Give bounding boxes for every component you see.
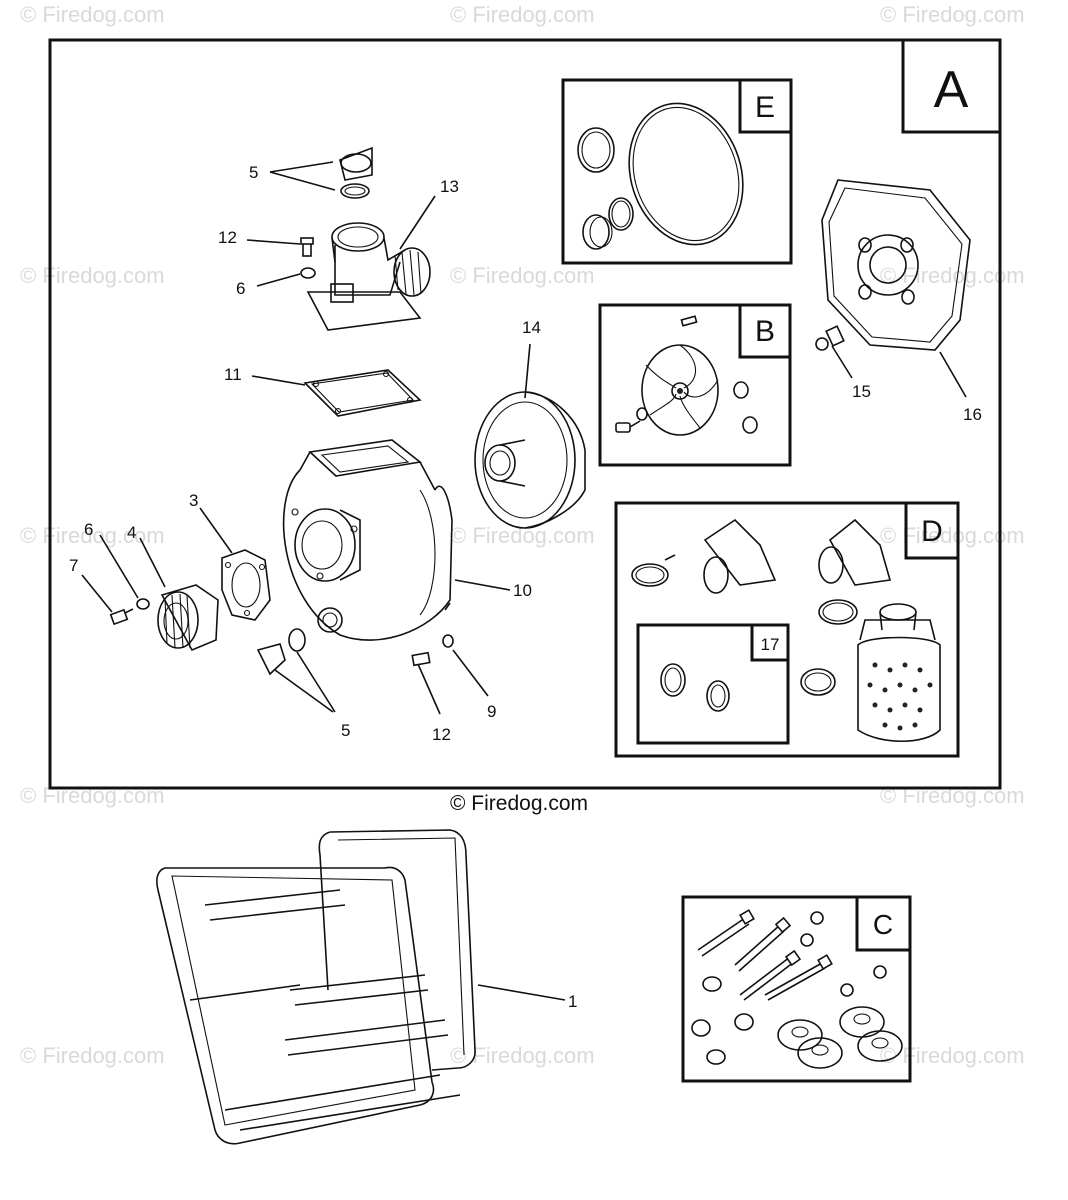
watermark-text: © Firedog.com <box>450 523 595 548</box>
kit-e-tag <box>738 78 793 134</box>
watermark-text: © Firedog.com <box>880 523 1025 548</box>
kit-e-letter: E <box>755 91 775 124</box>
kit-c-border <box>681 895 912 1083</box>
assembly-a-panel: A <box>48 38 1002 790</box>
callout-12-bottom: 12 <box>432 725 451 744</box>
hardware-parts <box>691 909 903 1069</box>
part-16-wear-plate: 16 <box>821 179 982 424</box>
callout-6-top: 6 <box>236 279 245 298</box>
part-5-drain-plug: 5 <box>256 628 350 740</box>
watermark-text: © Firedog.com <box>450 263 595 288</box>
watermark-text: © Firedog.com <box>20 1043 165 1068</box>
callout-5-bottom: 5 <box>341 721 350 740</box>
kit-17-border <box>636 623 790 745</box>
center-watermark: © Firedog.com <box>450 792 588 815</box>
watermark-layer: © Firedog.com © Firedog.com © Firedog.co… <box>20 2 1025 1068</box>
kit-e-border <box>561 78 793 265</box>
callout-1: 1 <box>568 992 577 1011</box>
part-12-9-bottom: 12 9 <box>411 634 496 744</box>
part-11-gasket: 11 <box>224 365 422 417</box>
part-4-suction-fitting: 4 <box>127 523 219 652</box>
callout-12-top: 12 <box>218 228 237 247</box>
part-10-pump-casing: 10 <box>282 439 532 641</box>
watermark-text: © Firedog.com <box>450 2 595 27</box>
callout-5-top: 5 <box>249 163 258 182</box>
kit-17-label: 17 <box>761 635 780 654</box>
kit-b-panel: B <box>598 303 792 467</box>
kit-d-letter: D <box>921 515 943 548</box>
assembly-a-letter: A <box>934 61 969 119</box>
watermark-text: © Firedog.com <box>880 1043 1025 1068</box>
callout-13: 13 <box>440 177 459 196</box>
callout-16: 16 <box>963 405 982 424</box>
callout-10: 10 <box>513 581 532 600</box>
part-6-7-fasteners: 6 7 <box>69 520 150 626</box>
kit-c-tag <box>855 895 912 952</box>
watermark-text: © Firedog.com <box>20 2 165 27</box>
part-13-discharge-elbow: 13 12 6 5 <box>218 146 459 331</box>
kit-c-letter: C <box>873 909 893 940</box>
kit-d-parts <box>631 518 941 743</box>
kit-e-panel: E <box>561 78 793 265</box>
kit-c-panel: C <box>681 895 912 1083</box>
callout-14: 14 <box>522 318 541 337</box>
callout-3: 3 <box>189 491 198 510</box>
watermark-text: © Firedog.com <box>880 2 1025 27</box>
part-3-gasket: 3 <box>189 491 271 621</box>
kit-b-border <box>598 303 792 467</box>
assembly-a-border <box>48 38 1002 790</box>
part-1-frame: 1 <box>156 829 577 1145</box>
callout-7: 7 <box>69 556 78 575</box>
callout-11: 11 <box>224 365 242 384</box>
kit-b-tag <box>738 303 792 359</box>
impeller-drawing <box>615 315 758 436</box>
watermark-text: © Firedog.com <box>450 1043 595 1068</box>
assembly-a-tag <box>901 38 1002 134</box>
kit-b-letter: B <box>755 315 775 348</box>
o-ring-set <box>577 102 744 250</box>
kit-17-tag <box>750 623 790 662</box>
callout-9: 9 <box>487 702 496 721</box>
callout-15: 15 <box>852 382 871 401</box>
callout-4: 4 <box>127 523 136 542</box>
watermark-text: © Firedog.com <box>20 263 165 288</box>
kit-d-tag <box>904 501 960 560</box>
callout-6-side: 6 <box>84 520 93 539</box>
part-14-volute-cover: 14 <box>474 318 586 529</box>
kit-d-panel: D 17 <box>614 501 960 758</box>
part-15-bolt: 15 <box>815 325 871 401</box>
kit-d-border <box>614 501 960 758</box>
watermark-text: © Firedog.com <box>20 523 165 548</box>
